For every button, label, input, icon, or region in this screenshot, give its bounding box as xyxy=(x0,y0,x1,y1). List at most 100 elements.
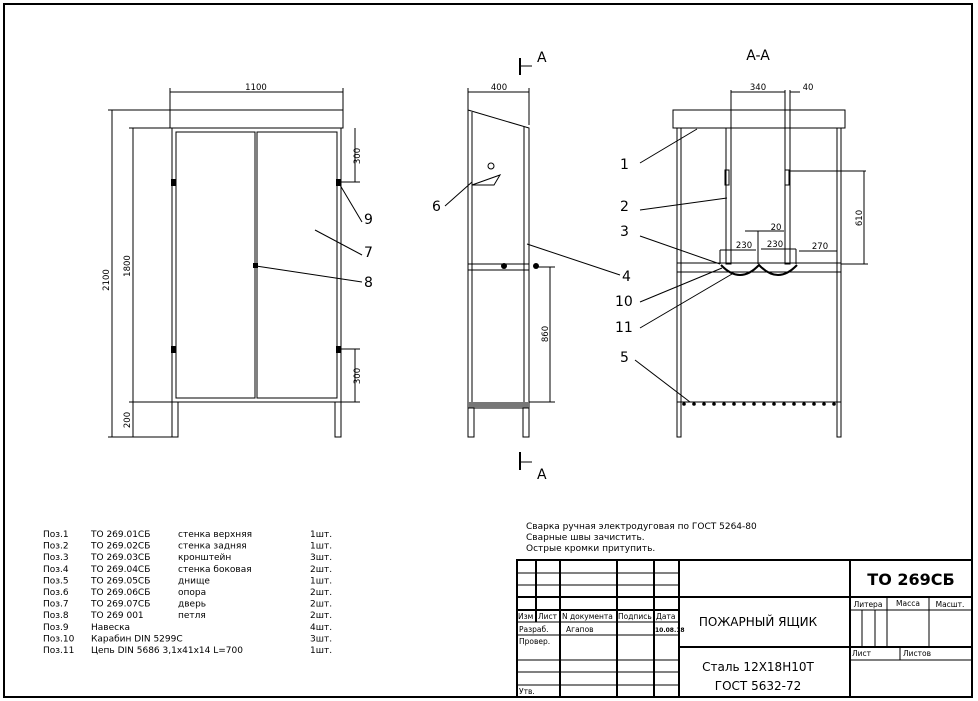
hinge xyxy=(171,179,176,186)
designation: ТО 269СБ xyxy=(867,570,954,589)
part-qty: 1шт. xyxy=(310,646,332,656)
part-pos: Поз.1 xyxy=(43,530,69,540)
handle xyxy=(253,263,258,268)
parts-list-row: Поз.2 ТО 269.02СБ стенка задняя 1шт. xyxy=(43,542,332,552)
part-qty: 1шт. xyxy=(310,542,332,552)
material-standard: ГОСТ 5632-72 xyxy=(715,679,801,693)
note: Сварка ручная электродуговая по ГОСТ 526… xyxy=(526,522,757,532)
part-qty: 1шт. xyxy=(310,576,332,586)
part-pos: Поз.7 xyxy=(43,600,69,610)
note: Сварные швы зачистить. xyxy=(526,533,645,543)
section-marker-top: A xyxy=(537,50,547,66)
dim-610: 610 xyxy=(855,210,865,226)
part-code: ТО 269.02СБ xyxy=(90,542,150,552)
callout-1: 1 xyxy=(620,157,629,173)
part-pos: Поз.4 xyxy=(43,565,69,575)
leg xyxy=(171,401,179,438)
part-name: опора xyxy=(178,588,206,598)
header-doc: N документа xyxy=(562,612,613,621)
part-name: стенка боковая xyxy=(178,565,252,575)
part-pos: Поз.2 xyxy=(43,542,69,552)
part-code: ТО 269 001 xyxy=(90,611,144,621)
part-qty: 3шт. xyxy=(310,553,332,563)
part-pos: Поз.9 xyxy=(43,623,69,633)
callout-7: 7 xyxy=(364,245,373,261)
callout-10: 10 xyxy=(615,294,633,310)
side-view: 400 860 A A 6 4 xyxy=(432,50,631,483)
part-pos: Поз.3 xyxy=(43,553,69,563)
dim-40: 40 xyxy=(803,83,814,93)
notes: Сварка ручная электродуговая по ГОСТ 526… xyxy=(526,522,757,554)
part-name: дверь xyxy=(178,600,206,610)
part-pos: Поз.11 xyxy=(43,646,74,656)
part-qty: 2шт. xyxy=(310,611,332,621)
dim-300-bottom: 300 xyxy=(353,368,363,384)
hinge xyxy=(171,346,176,353)
label-sheet: Лист xyxy=(852,649,872,658)
dim-340: 340 xyxy=(750,83,766,93)
header-sign: Подпись xyxy=(618,612,652,621)
part-code: ТО 269.06СБ xyxy=(90,588,150,598)
part-qty: 2шт. xyxy=(310,588,332,598)
dim-270: 270 xyxy=(812,242,828,252)
callout-6: 6 xyxy=(432,199,441,215)
callout-8: 8 xyxy=(364,275,373,291)
part-code: Навеска xyxy=(91,623,130,633)
header-izm: Изм xyxy=(518,612,533,621)
part-qty: 3шт. xyxy=(310,634,332,644)
part-qty: 2шт. xyxy=(310,600,332,610)
dim-20: 20 xyxy=(771,223,782,233)
label-masht: Масшт. xyxy=(936,600,965,609)
part-code: ТО 269.07СБ xyxy=(90,600,150,610)
material: Сталь 12Х18Н10Т xyxy=(702,660,814,674)
part-qty: 4шт. xyxy=(310,623,332,633)
part-code: ТО 269.01СБ xyxy=(90,530,150,540)
label-massa: Масса xyxy=(896,599,920,608)
part-pos: Поз.10 xyxy=(43,634,75,644)
label-sheets: Листов xyxy=(903,649,931,658)
part-pos: Поз.5 xyxy=(43,576,69,586)
part-pos: Поз.8 xyxy=(43,611,69,621)
note: Острые кромки притупить. xyxy=(526,544,655,554)
part-code: Цепь DIN 5686 3,1x41x14 L=700 xyxy=(91,646,243,656)
dim-1100: 1100 xyxy=(245,83,267,93)
label-litera: Литера xyxy=(854,600,883,609)
part-qty: 1шт. xyxy=(310,530,332,540)
dim-300-top: 300 xyxy=(353,148,363,164)
parts-list-row: Поз.9 Навеска 4шт. xyxy=(43,623,332,633)
parts-list-row: Поз.4 ТО 269.04СБ стенка боковая 2шт. xyxy=(43,565,332,575)
parts-list-row: Поз.7 ТО 269.07СБ дверь 2шт. xyxy=(43,600,332,610)
dim-860: 860 xyxy=(541,326,551,342)
part-pos: Поз.6 xyxy=(43,588,69,598)
label-razrab: Разраб. xyxy=(519,625,548,634)
hinge xyxy=(336,179,341,186)
callout-9: 9 xyxy=(364,212,373,228)
parts-list-row: Поз.6 ТО 269.06СБ опора 2шт. xyxy=(43,588,332,598)
parts-list-row: Поз.11 Цепь DIN 5686 3,1x41x14 L=700 1шт. xyxy=(43,646,332,656)
dim-1800: 1800 xyxy=(123,255,133,277)
dim-230-right: 230 xyxy=(767,240,783,250)
hinge xyxy=(336,346,341,353)
leg xyxy=(334,401,342,438)
part-qty: 2шт. xyxy=(310,565,332,575)
section-title: A-A xyxy=(746,48,770,64)
left-door xyxy=(175,131,256,399)
part-code: Карабин DIN 5299C xyxy=(91,634,183,644)
callout-4: 4 xyxy=(622,269,631,285)
right-door xyxy=(256,131,338,399)
part-code: ТО 269.04СБ xyxy=(90,565,150,575)
part-code: ТО 269.03СБ xyxy=(90,553,150,563)
part-name: днище xyxy=(178,576,210,586)
part-name: стенка задняя xyxy=(178,542,247,552)
developer-name: Агапов xyxy=(566,625,594,634)
callout-3: 3 xyxy=(620,224,629,240)
header-date: Дата xyxy=(656,612,675,621)
developer-date: 10.08.18 xyxy=(655,627,685,634)
callout-5: 5 xyxy=(620,350,629,366)
drawing-frame xyxy=(3,3,973,698)
